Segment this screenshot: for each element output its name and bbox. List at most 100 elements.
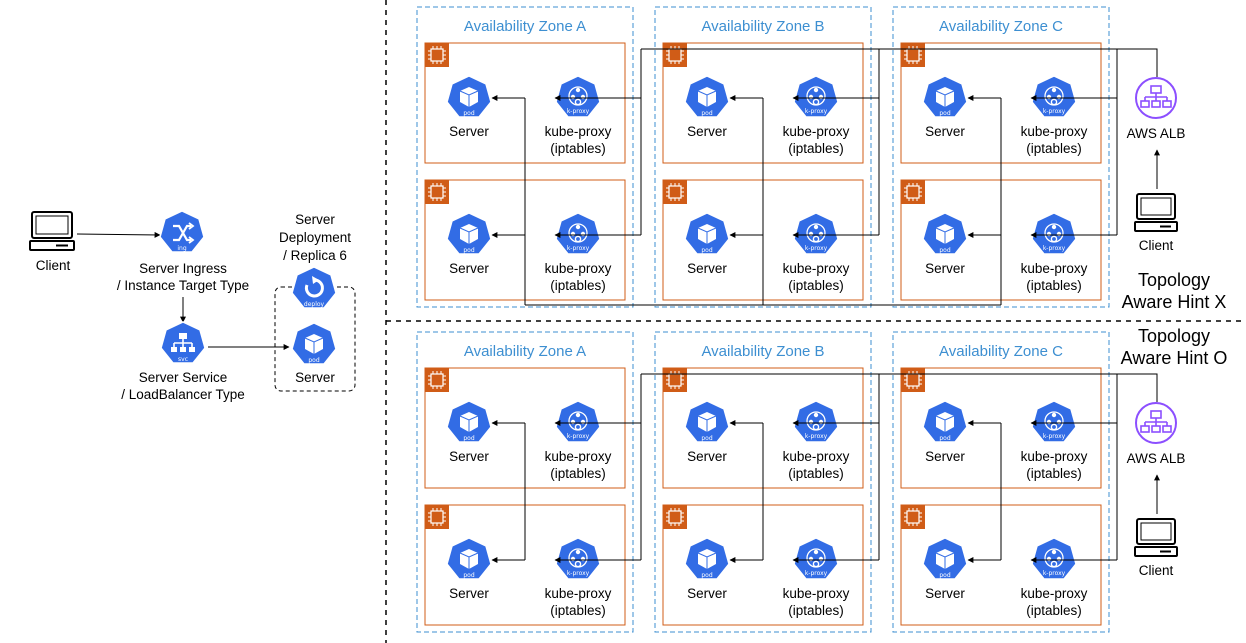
ec2-instance-icon	[901, 505, 925, 529]
hexagon-shape	[793, 537, 839, 580]
ec2-pins	[666, 46, 684, 64]
proxy-label-2: (iptables)	[788, 603, 844, 618]
proxy-label-1: kube-proxy	[545, 124, 612, 139]
pod-cube-edges	[459, 552, 479, 569]
proxy-gear	[574, 423, 582, 431]
aws-alb-icon	[1135, 402, 1177, 444]
server-label: Server	[449, 586, 489, 601]
zone-border	[416, 331, 634, 633]
proxy-label-1: kube-proxy	[545, 586, 612, 601]
ec2-pins	[904, 46, 922, 64]
hexagon-shape	[555, 537, 601, 580]
ingress-label-2: / Instance Target Type	[117, 278, 249, 293]
proxy-label-1: kube-proxy	[1021, 261, 1088, 276]
zone-border	[654, 331, 872, 633]
hexagon-shape	[1031, 400, 1077, 443]
ec2-instance-icon	[663, 505, 687, 529]
pod-icon-text: pod	[939, 435, 950, 442]
section-label-1: Topology	[1138, 270, 1210, 290]
hexagon-shape	[1031, 75, 1077, 118]
proxy-dot	[818, 231, 824, 237]
proxy-dot	[813, 549, 819, 555]
proxy-label-2: (iptables)	[550, 141, 606, 156]
pod-icon: pod	[684, 75, 730, 118]
section-label-1: Topology	[1138, 326, 1210, 346]
pod-icon-text: pod	[463, 435, 474, 442]
pod-cube-edges	[459, 227, 479, 244]
proxy-dot	[1046, 94, 1052, 100]
pod-icon-text: pod	[701, 572, 712, 579]
alb-links	[1144, 93, 1168, 101]
ec2-pins	[666, 183, 684, 201]
proxy-icon-text: k-proxy	[805, 245, 828, 252]
ingress-icon: ing	[159, 210, 205, 253]
server-label: Server	[449, 261, 489, 276]
proxy-icon-text: k-proxy	[567, 245, 590, 252]
client-label: Client	[1139, 238, 1174, 253]
proxy-label-1: kube-proxy	[545, 261, 612, 276]
service-label-1: Server Service	[139, 370, 228, 385]
proxy-dot	[1056, 94, 1062, 100]
proxy-icon-text: k-proxy	[805, 570, 828, 577]
kube-proxy-icon: k-proxy	[555, 75, 601, 118]
connections	[491, 373, 1158, 563]
left-architecture: Client ing Server Ingress / Instance Tar…	[29, 210, 356, 402]
proxy-icon-text: k-proxy	[567, 433, 590, 440]
ec2-pins	[666, 371, 684, 389]
ingress-icon-text: ing	[177, 245, 186, 252]
proxy-dot	[570, 231, 576, 237]
ec2-pins	[904, 371, 922, 389]
zone-border	[892, 331, 1110, 633]
proxy-icon-text: k-proxy	[1043, 570, 1066, 577]
section-label-2: Aware Hint X	[1122, 292, 1227, 312]
ec2-instance-icon	[425, 368, 449, 392]
ec2-instance-icon	[425, 43, 449, 67]
proxy-label-2: (iptables)	[1026, 466, 1082, 481]
proxy-dot	[818, 419, 824, 425]
pod-icon: pod	[684, 537, 730, 580]
pod-cube-edges	[935, 415, 955, 432]
alb-target-box	[1162, 100, 1172, 108]
kube-proxy-icon: k-proxy	[555, 537, 601, 580]
pod-cube-edges	[697, 552, 717, 569]
server-label: Server	[687, 124, 727, 139]
proxy-dot	[1046, 419, 1052, 425]
zone-title: Availability Zone B	[701, 18, 824, 35]
proxy-dot	[580, 556, 586, 562]
zone-border	[654, 6, 872, 308]
proxy-dot	[570, 556, 576, 562]
monitor-screen	[1140, 522, 1172, 541]
proxy-dot	[575, 87, 581, 93]
proxy-label-1: kube-proxy	[1021, 586, 1088, 601]
proxy-gear	[1050, 98, 1058, 106]
alb-label: AWS ALB	[1127, 126, 1186, 141]
proxy-label-2: (iptables)	[1026, 141, 1082, 156]
kube-proxy-icon: k-proxy	[555, 400, 601, 443]
proxy-dot	[580, 231, 586, 237]
proxy-label-1: kube-proxy	[783, 449, 850, 464]
pod-cube-edges	[697, 90, 717, 107]
proxy-dot	[575, 412, 581, 418]
proxy-dot	[575, 224, 581, 230]
proxy-icon-text: k-proxy	[1043, 433, 1066, 440]
deployment-label-3: / Replica 6	[283, 248, 347, 263]
hexagon-shape	[793, 75, 839, 118]
monitor-base	[1134, 546, 1178, 557]
pod-icon-text: pod	[308, 357, 319, 364]
ingress-label-1: Server Ingress	[139, 261, 227, 276]
left-client-label: Client	[36, 258, 71, 273]
client-monitor-icon	[1134, 193, 1178, 232]
pod-icon-text: pod	[463, 247, 474, 254]
ec2-pins	[428, 183, 446, 201]
server-label: Server	[925, 124, 965, 139]
proxy-gear	[812, 560, 820, 568]
server-label: Server	[449, 124, 489, 139]
proxy-label-2: (iptables)	[550, 466, 606, 481]
ec2-pins	[904, 183, 922, 201]
alb-feed-line	[641, 373, 1158, 402]
zone-title: Availability Zone C	[939, 343, 1063, 360]
zone-title: Availability Zone B	[701, 343, 824, 360]
proxy-icon-text: k-proxy	[805, 108, 828, 115]
